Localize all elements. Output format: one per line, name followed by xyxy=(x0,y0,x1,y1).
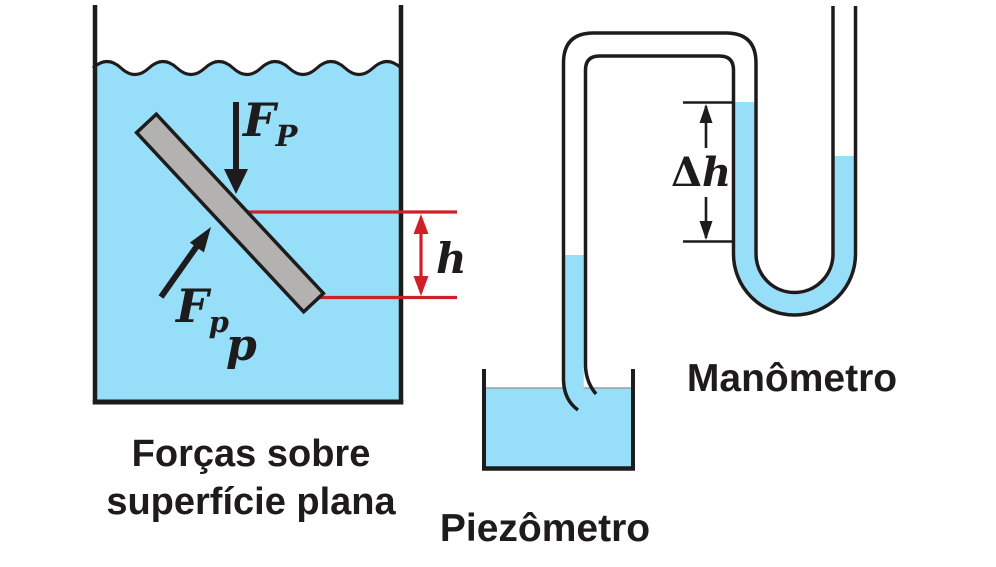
manometer-piezometer-diagram: Δh Manômetro Piezômetro xyxy=(440,6,897,550)
container-water xyxy=(486,388,631,467)
left-caption-line1: Forças sobre xyxy=(132,433,371,475)
force-upper-label: FP xyxy=(241,93,299,153)
inclined-plate xyxy=(134,111,326,315)
force-arrow-down xyxy=(224,102,248,194)
force-lower-label: Fp xyxy=(174,279,229,339)
tube-wall-inner xyxy=(583,6,858,396)
manometer-water xyxy=(735,102,854,314)
manometer-caption: Manômetro xyxy=(687,357,897,400)
depth-dimension-arrow xyxy=(413,214,429,296)
force-arrow-up xyxy=(158,227,211,299)
tube-wall-outer xyxy=(561,6,835,412)
delta-h-label: Δh xyxy=(671,149,731,196)
pressure-label: p xyxy=(226,320,257,371)
delta-h-dimension xyxy=(683,101,733,243)
water-surface-wave xyxy=(91,60,403,76)
piezometer-caption: Piezômetro xyxy=(440,507,650,550)
plane-surface-diagram: FP Fp p h Forças sobre superfície plana xyxy=(91,5,467,523)
left-caption-line2: superfície plana xyxy=(106,481,396,523)
depth-label: h xyxy=(436,234,467,283)
